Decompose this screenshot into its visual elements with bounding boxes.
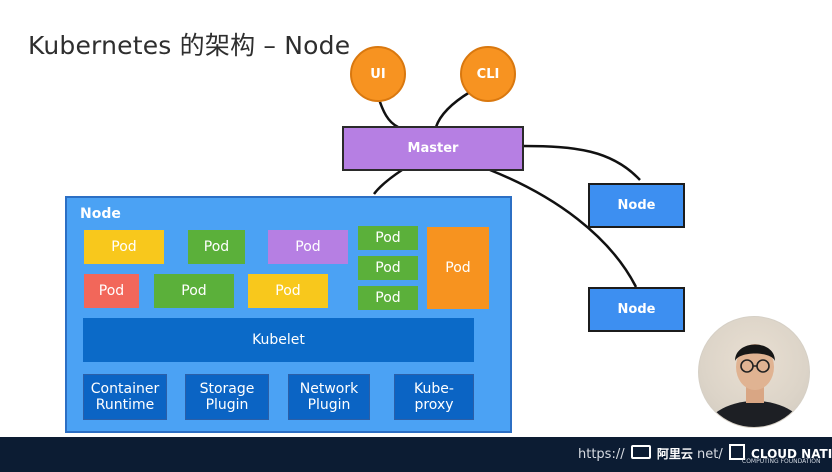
remote-node-1: Node [588, 183, 685, 228]
pod-7: Pod [427, 227, 489, 309]
cli-master-line [434, 90, 471, 128]
pod-1: Pod [84, 230, 164, 264]
master-remote-node-2-line [489, 168, 638, 288]
cli-circle: CLI [460, 46, 516, 102]
cncf-logo-icon [728, 444, 745, 460]
watermark: https:// 阿里云 net/ CLOUD NATIVE 44 [578, 444, 832, 462]
remote-node-2: Node [588, 287, 685, 332]
kubelet-bar: Kubelet [83, 318, 474, 362]
kube-proxy-box: Kube-proxy [394, 374, 474, 420]
watermark-url: https:// [578, 447, 625, 462]
pod-3: Pod [268, 230, 348, 264]
presenter-avatar [698, 316, 810, 428]
storage-plugin-box: Storage Plugin [185, 374, 269, 420]
aliyun-logo-icon [630, 445, 651, 459]
network-plugin-box: Network Plugin [288, 374, 370, 420]
node-container-label: Node [80, 206, 121, 222]
ui-circle: UI [350, 46, 406, 102]
presenter-figure [704, 344, 806, 427]
pod-8: Pod [84, 274, 139, 308]
cncf-label: CLOUD NATIVE [751, 447, 832, 461]
pod-4: Pod [358, 226, 418, 250]
cncf-sub-label: COMPUTING FOUNDATION [742, 458, 821, 465]
pod-5: Pod [358, 256, 418, 280]
bottom-bar [0, 437, 832, 472]
watermark-url-tail: net/ [697, 447, 723, 462]
pod-2: Pod [188, 230, 245, 264]
pod-10: Pod [248, 274, 328, 308]
slide-title: Kubernetes 的架构 – Node [28, 31, 351, 60]
pod-9: Pod [154, 274, 234, 308]
master-node-line [373, 168, 403, 195]
watermark-brand: 阿里云 [656, 447, 693, 461]
master-box: Master [342, 126, 524, 171]
master-remote-node-1-line [522, 144, 641, 181]
pod-6: Pod [358, 286, 418, 310]
container-runtime-box: Container Runtime [83, 374, 167, 420]
